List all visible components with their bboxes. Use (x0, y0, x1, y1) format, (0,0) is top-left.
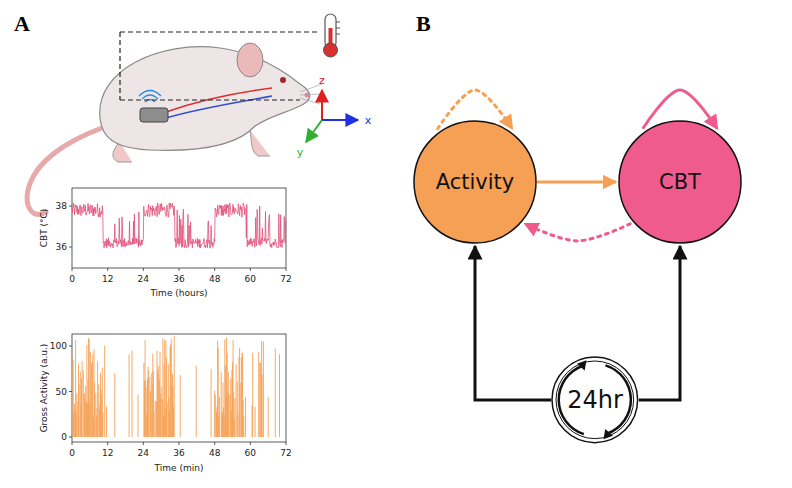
tick-label: 38 (56, 202, 67, 211)
tick-label: 12 (102, 449, 113, 458)
tick-label: 36 (56, 243, 67, 252)
tick-label: 48 (209, 275, 220, 284)
tick-marks (69, 206, 286, 445)
tick-label: 48 (209, 449, 220, 458)
axis-title: CBT (°C) (40, 209, 49, 248)
dashed-guide (120, 32, 318, 100)
tick-label: 0 (61, 433, 67, 442)
tick-label: 60 (245, 449, 256, 458)
tick-label: 100 (50, 342, 67, 351)
tick-label: 36 (173, 449, 184, 458)
panel-letter: B (416, 13, 431, 35)
axis-title: Time (hours) (150, 289, 207, 298)
axis-letter: y (297, 147, 304, 158)
axis-title: Gross Activity (a.u.) (40, 344, 49, 433)
connector-arrow (525, 224, 630, 241)
tick-label: 0 (69, 275, 75, 284)
tick-label: 60 (245, 275, 256, 284)
connector-arrow (537, 181, 616, 184)
cbt-trace (72, 203, 286, 248)
connector-arrow (475, 246, 551, 400)
connector-arrow (639, 246, 680, 400)
tick-label: 50 (56, 387, 67, 396)
clock-circle: 24hr (551, 356, 639, 444)
activity-trace (72, 336, 280, 437)
tick-label: 12 (102, 275, 113, 284)
xyz-axes (306, 90, 358, 142)
tick-label: 36 (173, 275, 184, 284)
tick-label: 72 (280, 449, 291, 458)
thermometer-icon (324, 14, 341, 57)
axis-title: Time (min) (155, 464, 204, 473)
tick-label: 0 (69, 449, 75, 458)
state-circle: Activity (413, 120, 537, 244)
node-label: Activity (413, 120, 537, 244)
state-circle: CBT (618, 120, 742, 244)
axis-letter: z (319, 75, 325, 86)
axis-letter: x (365, 115, 372, 126)
panel-letter: A (14, 13, 30, 35)
activity-chart (72, 334, 286, 442)
tick-label: 24 (138, 449, 149, 458)
tick-label: 72 (280, 275, 291, 284)
tick-label: 24 (138, 275, 149, 284)
cbt-chart (72, 188, 286, 268)
node-label: CBT (618, 120, 742, 244)
node-label: 24hr (551, 356, 639, 444)
